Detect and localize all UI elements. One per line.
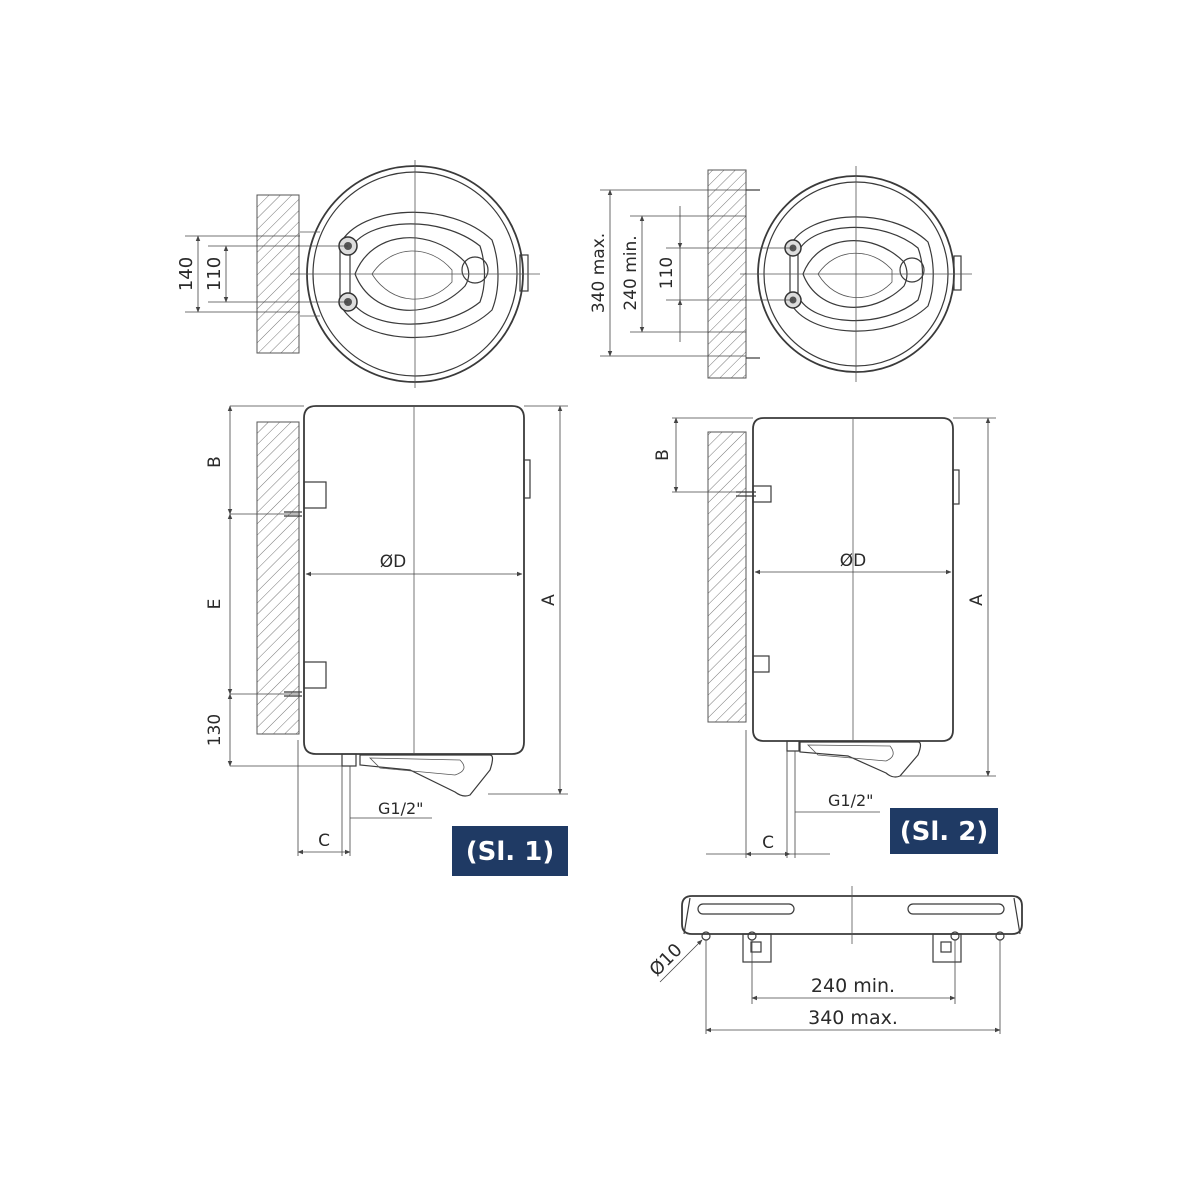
fig2-dim-c: C	[762, 833, 774, 853]
fig1-dim-e: E	[205, 599, 225, 610]
fig1-label: (Sl. 1)	[452, 826, 568, 876]
fig2-side-wall	[707, 431, 747, 723]
fig2-side-view: B A ØD C G1/2"	[653, 417, 996, 858]
fig2-label: (Sl. 2)	[890, 808, 998, 854]
fig2-top-view: 340 max. 240 min. 110	[589, 166, 972, 382]
fig2-dim-a: A	[967, 594, 987, 606]
fig1-heater-housing	[359, 754, 494, 797]
bracket-hook-right	[932, 933, 962, 963]
fig2-dim-340max: 340 max.	[589, 233, 609, 313]
fig1-dim-c: C	[318, 831, 330, 851]
fig1-side-view: B E 130 A ØD C G1/2"	[205, 405, 568, 856]
fig1-dim-d: ØD	[380, 552, 406, 572]
fig1-dim-130: 130	[205, 714, 225, 746]
fig2-bracket	[752, 485, 772, 503]
bracket-dim-hole: Ø10	[646, 940, 687, 981]
fig2-tank-body	[752, 417, 954, 742]
fig2-top-wall	[707, 169, 747, 379]
fig2-thread-label: G1/2"	[828, 791, 874, 810]
fig1-dim-b: B	[205, 456, 225, 468]
fig1-top-view: 140 110	[176, 160, 540, 388]
bracket-hook-left	[742, 933, 772, 963]
fig1-side-wall	[256, 421, 300, 735]
fig2-dim-b: B	[653, 449, 673, 461]
bracket-plate	[681, 895, 1023, 935]
fig2-bracket-view: Ø10 240 min. 340 max.	[646, 886, 1023, 1034]
fig2-label-text: (Sl. 2)	[900, 817, 988, 847]
fig1-dim-a: A	[539, 594, 559, 606]
fig1-dim-110: 110	[204, 257, 225, 291]
fig2-dim-240min: 240 min.	[621, 235, 641, 310]
fig1-bracket-lower	[303, 661, 327, 689]
bracket-dim-240min: 240 min.	[811, 975, 895, 997]
bracket-dim-340max: 340 max.	[808, 1007, 898, 1029]
fig1-bracket-upper	[303, 481, 327, 509]
fig2-dim-d: ØD	[840, 551, 866, 571]
fig2-dim-110: 110	[657, 257, 677, 289]
fig1-dim-140: 140	[176, 257, 197, 291]
fig2-heater-housing	[799, 741, 922, 778]
fig1-label-text: (Sl. 1)	[466, 837, 554, 867]
fig1-tank-body	[303, 405, 525, 755]
fig1-thread-label: G1/2"	[378, 799, 424, 818]
